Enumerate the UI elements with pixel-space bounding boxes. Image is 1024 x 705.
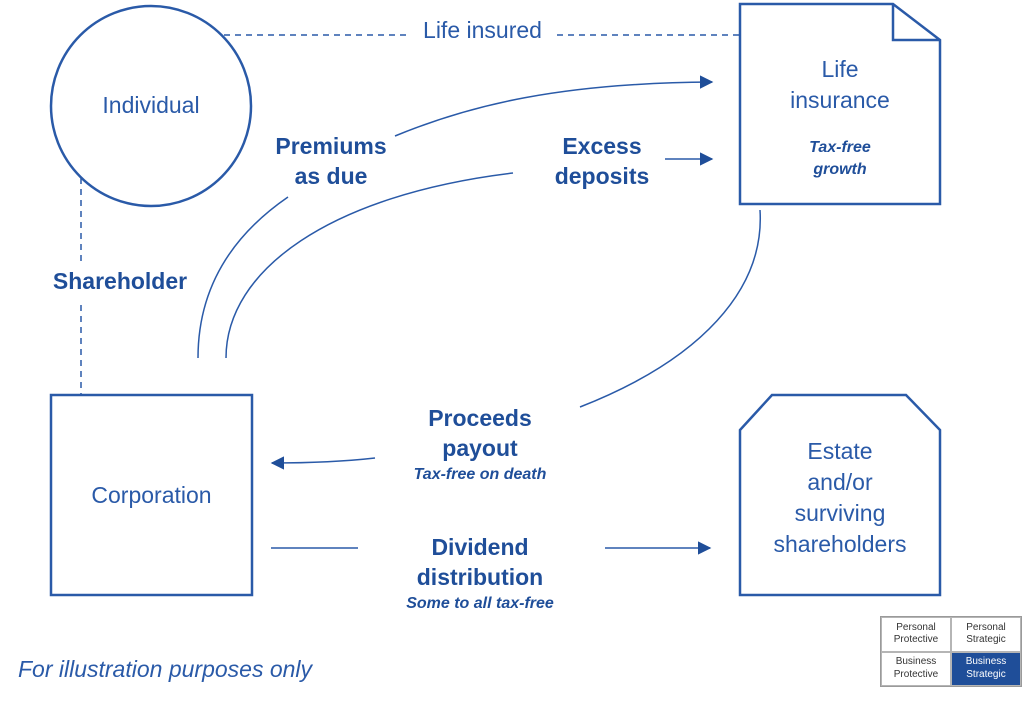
- excess-deposits-label-line: deposits: [554, 163, 650, 189]
- excess-deposits-label: Excess deposits: [520, 131, 684, 191]
- life-insured-label: Life insured: [423, 17, 542, 43]
- cell-line: Protective: [893, 634, 939, 646]
- dividend-label: Dividend distribution: [380, 532, 580, 592]
- proceeds-label: Proceeds payout: [390, 403, 570, 463]
- proceeds-arrow: [270, 456, 376, 470]
- estate-label-line: Estate: [807, 438, 873, 464]
- cell-line: Protective: [893, 668, 939, 680]
- dividend-label-line: distribution: [416, 564, 544, 590]
- life-insurance-note-line: Tax-free: [809, 139, 871, 156]
- premiums-label-line: Premiums: [275, 133, 387, 159]
- dividend-note: Some to all tax-free: [406, 595, 554, 612]
- individual-node-shape: [49, 4, 253, 208]
- life-insurance-note-line: growth: [813, 161, 867, 178]
- premiums-label: Premiums as due: [255, 131, 407, 191]
- life-insurance-label-line: Life: [821, 56, 859, 82]
- estate-node-shape: [738, 393, 942, 597]
- cell-line: Business: [965, 656, 1007, 668]
- proceeds-label-line: payout: [442, 435, 518, 461]
- cell-line: Strategic: [966, 668, 1006, 680]
- premiums-arrow-tail: [197, 196, 289, 359]
- life-insurance-node-shape: [738, 2, 942, 206]
- estate-label-line: shareholders: [773, 531, 907, 557]
- estate-label: Estate and/or surviving shareholders: [740, 436, 940, 560]
- cell-line: Personal: [896, 621, 936, 633]
- proceeds-note: Tax-free on death: [413, 466, 547, 483]
- corporation-node-shape: [49, 393, 254, 597]
- premiums-arrow: [394, 75, 714, 137]
- individual-label: Individual: [102, 92, 200, 118]
- shareholder-label: Shareholder: [52, 268, 188, 294]
- premiums-label-line: as due: [294, 163, 368, 189]
- life-insurance-note: Tax-free growth: [740, 137, 940, 181]
- proceeds-arrow-tail: [579, 209, 761, 408]
- disclaimer-note: For illustration purposes only: [18, 656, 313, 682]
- estate-label-line: surviving: [794, 500, 886, 526]
- cell-line: Personal: [966, 621, 1006, 633]
- corporation-label: Corporation: [91, 482, 212, 508]
- life-insurance-label-line: insurance: [790, 87, 890, 113]
- life-insurance-label: Life insurance: [740, 54, 940, 116]
- dividend-label-line: Dividend: [431, 534, 529, 560]
- cell-line: Business: [895, 656, 937, 668]
- excess-deposits-label-line: Excess: [562, 133, 642, 159]
- estate-label-line: and/or: [807, 469, 873, 495]
- cell-line: Strategic: [966, 634, 1006, 646]
- proceeds-label-line: Proceeds: [428, 405, 532, 431]
- excess-deposits-arrow-tail: [225, 172, 514, 359]
